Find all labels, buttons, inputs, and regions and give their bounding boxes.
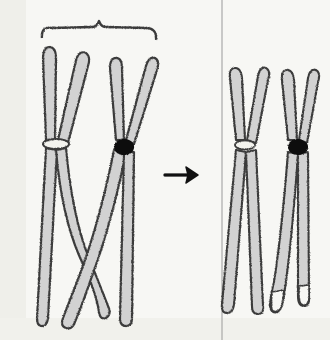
arm	[298, 152, 309, 306]
arm	[43, 47, 56, 140]
dark-centromere	[115, 140, 133, 154]
light-centromere	[235, 141, 255, 150]
paper-shade-left	[0, 0, 26, 340]
light-centromere	[43, 139, 69, 149]
dark-centromere	[289, 140, 307, 154]
paper-shade-bottom	[0, 318, 330, 340]
arm-tip	[299, 285, 309, 305]
